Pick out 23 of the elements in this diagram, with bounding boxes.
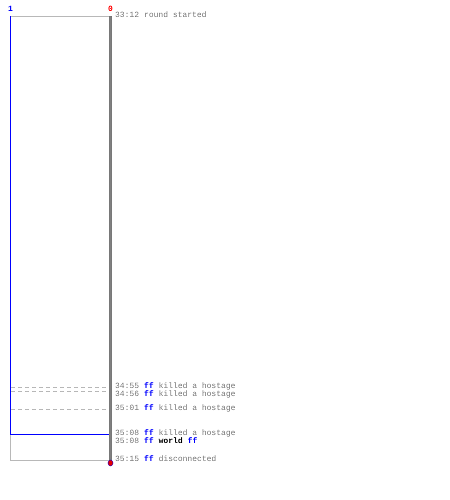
event-time: 33:12 <box>115 12 140 20</box>
event-text: killed a hostage <box>158 405 236 413</box>
event-text: round started <box>144 12 206 20</box>
event-time: 34:55 <box>115 383 140 391</box>
event-time: 35:01 <box>115 405 140 413</box>
event-time: 35:08 <box>115 430 140 438</box>
column-number: 0 <box>108 6 113 14</box>
event-time: 35:15 <box>115 456 140 464</box>
player-name: ff <box>144 438 154 446</box>
event-text: killed a hostage <box>158 383 236 391</box>
player-name: ff <box>144 430 154 438</box>
player-name: ff <box>144 391 154 399</box>
player-name: ff <box>144 405 154 413</box>
player-name: world <box>158 438 183 446</box>
event-text: killed a hostage <box>158 391 236 399</box>
player-name: ff <box>144 456 154 464</box>
player-name: ff <box>188 438 198 446</box>
event-time: 35:08 <box>115 438 140 446</box>
column-number: 1 <box>8 6 13 14</box>
event-text: killed a hostage <box>158 430 236 438</box>
event-text: disconnected <box>158 456 216 464</box>
player-name: ff <box>144 383 154 391</box>
event-time: 34:56 <box>115 391 140 399</box>
